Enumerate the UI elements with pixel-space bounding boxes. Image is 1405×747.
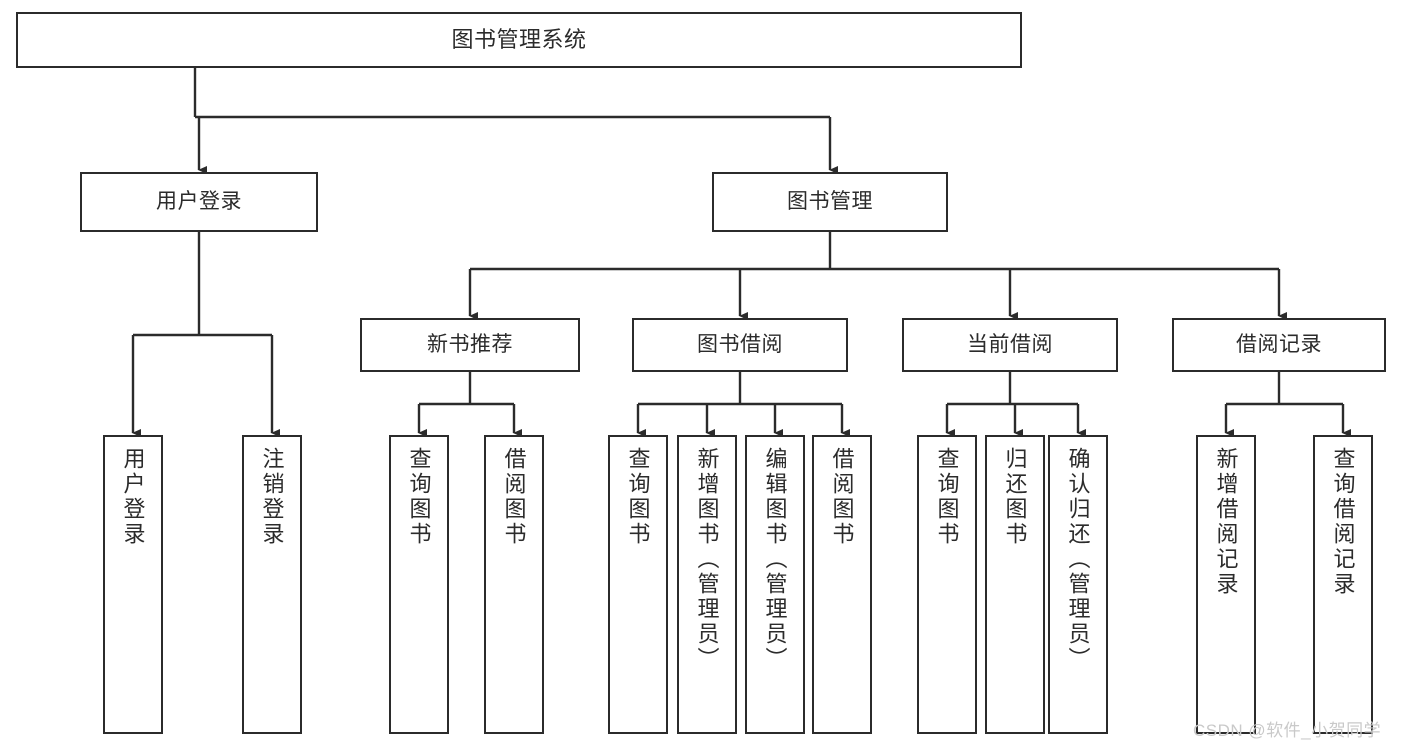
node-label: 新增借阅记录 [1213, 447, 1239, 597]
node-leaf-edit-book[interactable]: 编辑图书（管理员） [745, 435, 805, 734]
csdn-watermark: CSDN @软件_小贺同学 [1193, 721, 1382, 740]
node-leaf-query-book-1[interactable]: 查询图书 [389, 435, 449, 734]
node-label: 用户登录 [120, 447, 146, 547]
node-label: 用户登录 [156, 189, 242, 213]
node-label: 新书推荐 [427, 332, 513, 356]
node-leaf-add-book[interactable]: 新增图书（管理员） [677, 435, 737, 734]
node-label: 图书管理系统 [451, 27, 587, 53]
node-leaf-query-book-2[interactable]: 查询图书 [608, 435, 668, 734]
node-label: 借阅图书 [829, 447, 855, 547]
node-current-borrow[interactable]: 当前借阅 [902, 318, 1118, 372]
node-label: 图书借阅 [697, 332, 783, 356]
node-label: 查询图书 [625, 447, 651, 547]
node-leaf-logout[interactable]: 注销登录 [242, 435, 302, 734]
node-label: 图书管理 [787, 189, 873, 213]
node-book-borrow[interactable]: 图书借阅 [632, 318, 848, 372]
node-leaf-borrow-book-1[interactable]: 借阅图书 [484, 435, 544, 734]
node-leaf-borrow-book-2[interactable]: 借阅图书 [812, 435, 872, 734]
node-label: 当前借阅 [967, 332, 1053, 356]
node-book-manage[interactable]: 图书管理 [712, 172, 948, 232]
node-label: 借阅图书 [501, 447, 527, 547]
node-label: 新增图书（管理员） [694, 447, 720, 672]
node-user-login[interactable]: 用户登录 [80, 172, 318, 232]
node-borrow-record[interactable]: 借阅记录 [1172, 318, 1386, 372]
node-label: 查询图书 [406, 447, 432, 547]
node-leaf-confirm-return[interactable]: 确认归还（管理员） [1048, 435, 1108, 734]
node-label: 查询借阅记录 [1330, 447, 1356, 597]
node-new-book-rec[interactable]: 新书推荐 [360, 318, 580, 372]
node-leaf-user-login[interactable]: 用户登录 [103, 435, 163, 734]
node-label: 借阅记录 [1236, 332, 1322, 356]
node-leaf-add-record[interactable]: 新增借阅记录 [1196, 435, 1256, 734]
node-label: 查询图书 [934, 447, 960, 547]
node-root[interactable]: 图书管理系统 [16, 12, 1022, 68]
node-label: 确认归还（管理员） [1065, 447, 1091, 672]
node-label: 注销登录 [259, 447, 285, 547]
node-leaf-return-book[interactable]: 归还图书 [985, 435, 1045, 734]
node-leaf-query-record[interactable]: 查询借阅记录 [1313, 435, 1373, 734]
node-label: 归还图书 [1002, 447, 1028, 547]
node-label: 编辑图书（管理员） [762, 447, 788, 672]
node-leaf-query-book-3[interactable]: 查询图书 [917, 435, 977, 734]
